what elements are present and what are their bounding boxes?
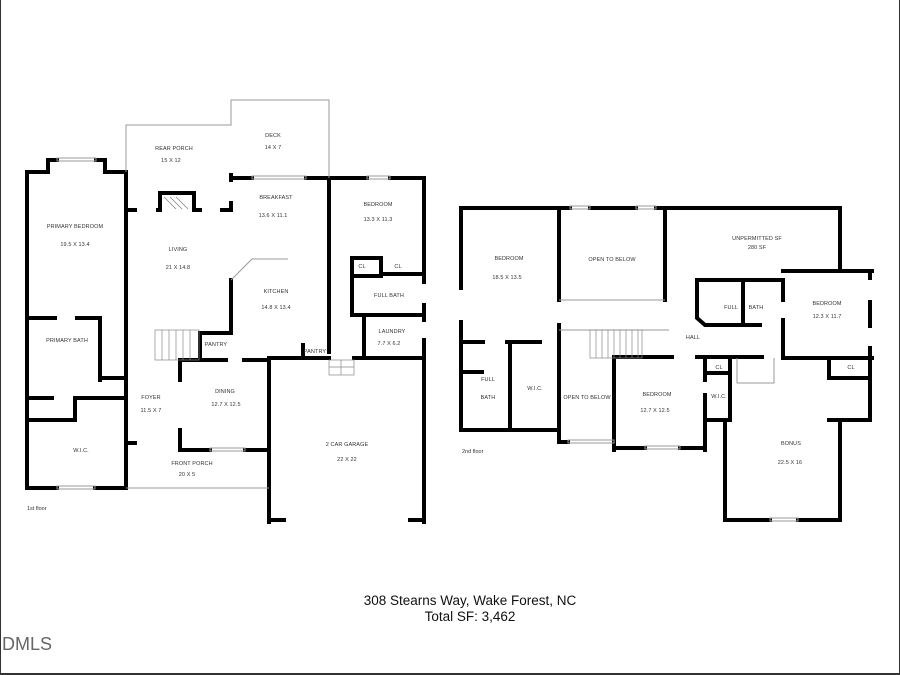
room-label: UNPERMITTED SF <box>732 236 782 242</box>
mls-logo: DMLS <box>2 634 53 654</box>
room-label: CL <box>847 365 855 371</box>
room-dims: 22 X 22 <box>337 457 357 463</box>
room-dims: 14 X 7 <box>264 145 282 151</box>
room-dims: 12.3 X 11.7 <box>812 314 842 320</box>
room-dims: 21 X 14.8 <box>165 265 191 271</box>
room-label: BEDROOM <box>363 202 393 208</box>
room-label: OPEN TO BELOW <box>588 257 636 263</box>
room-dims: 18.5 X 13.5 <box>492 275 522 281</box>
room-label: W.I.C. <box>73 448 89 454</box>
room-dims: 12.7 X 12.5 <box>640 408 670 414</box>
room-label: PANTRY <box>204 342 228 348</box>
room-label: W.I.C. <box>527 386 543 392</box>
property-address: 308 Stearns Way, Wake Forest, NC <box>363 593 577 608</box>
room-label: CL <box>358 264 366 270</box>
room-label: CL <box>394 264 402 270</box>
room-dims: 15 X 12 <box>161 158 181 164</box>
room-label: 2 CAR GARAGE <box>325 442 369 448</box>
room-label: FRONT PORCH <box>171 461 213 467</box>
total-square-feet: Total SF: 3,462 <box>424 609 516 624</box>
room-label: KITCHEN <box>263 289 289 295</box>
room-label: PANTRY <box>303 349 327 355</box>
room-label: FULL BATH <box>374 293 404 299</box>
room-label: LIVING <box>168 247 188 253</box>
room-dims: 19.5 X 13.4 <box>60 242 90 248</box>
room-dims: 13.3 X 11.3 <box>363 217 393 223</box>
room-label: PRIMARY BEDROOM <box>46 224 104 230</box>
room-dims: 20 X 5 <box>178 472 196 478</box>
room-label: BATH <box>748 305 764 311</box>
room-dims: 14.8 X 13.4 <box>261 305 291 311</box>
room-label: PRIMARY BATH <box>46 338 88 344</box>
room-label: DINING <box>215 389 235 395</box>
room-dims: 12.7 X 12.5 <box>211 402 241 408</box>
room-dims: 13.6 X 11.1 <box>258 213 288 219</box>
room-label: BATH <box>480 395 496 401</box>
room-dims: 22.5 X 16 <box>777 460 803 466</box>
room-label: FULL <box>481 377 495 383</box>
room-label: DECK <box>265 133 281 139</box>
room-label: REAR PORCH <box>155 146 193 152</box>
room-label: BREAKFAST <box>259 195 293 201</box>
first-floor-label: 1st floor <box>27 506 47 512</box>
room-label: FULL <box>724 305 738 311</box>
room-label: CL <box>715 365 723 371</box>
second-floor-label: 2nd floor <box>462 449 484 455</box>
room-label: OPEN TO BELOW <box>563 395 611 401</box>
room-dims: 7.7 X 6.2 <box>377 341 401 347</box>
room-label: LAUNDRY <box>378 329 406 335</box>
room-label: BEDROOM <box>642 392 672 398</box>
room-label: BONUS <box>780 441 802 447</box>
room-label: W.I.C. <box>711 394 727 400</box>
room-label: BEDROOM <box>812 301 842 307</box>
room-dims: 280 SF <box>747 245 767 251</box>
room-label: FOYER <box>141 395 161 401</box>
room-label: HALL <box>685 335 701 341</box>
room-dims: 11.5 X 7 <box>140 408 162 414</box>
room-label: BEDROOM <box>494 256 524 262</box>
